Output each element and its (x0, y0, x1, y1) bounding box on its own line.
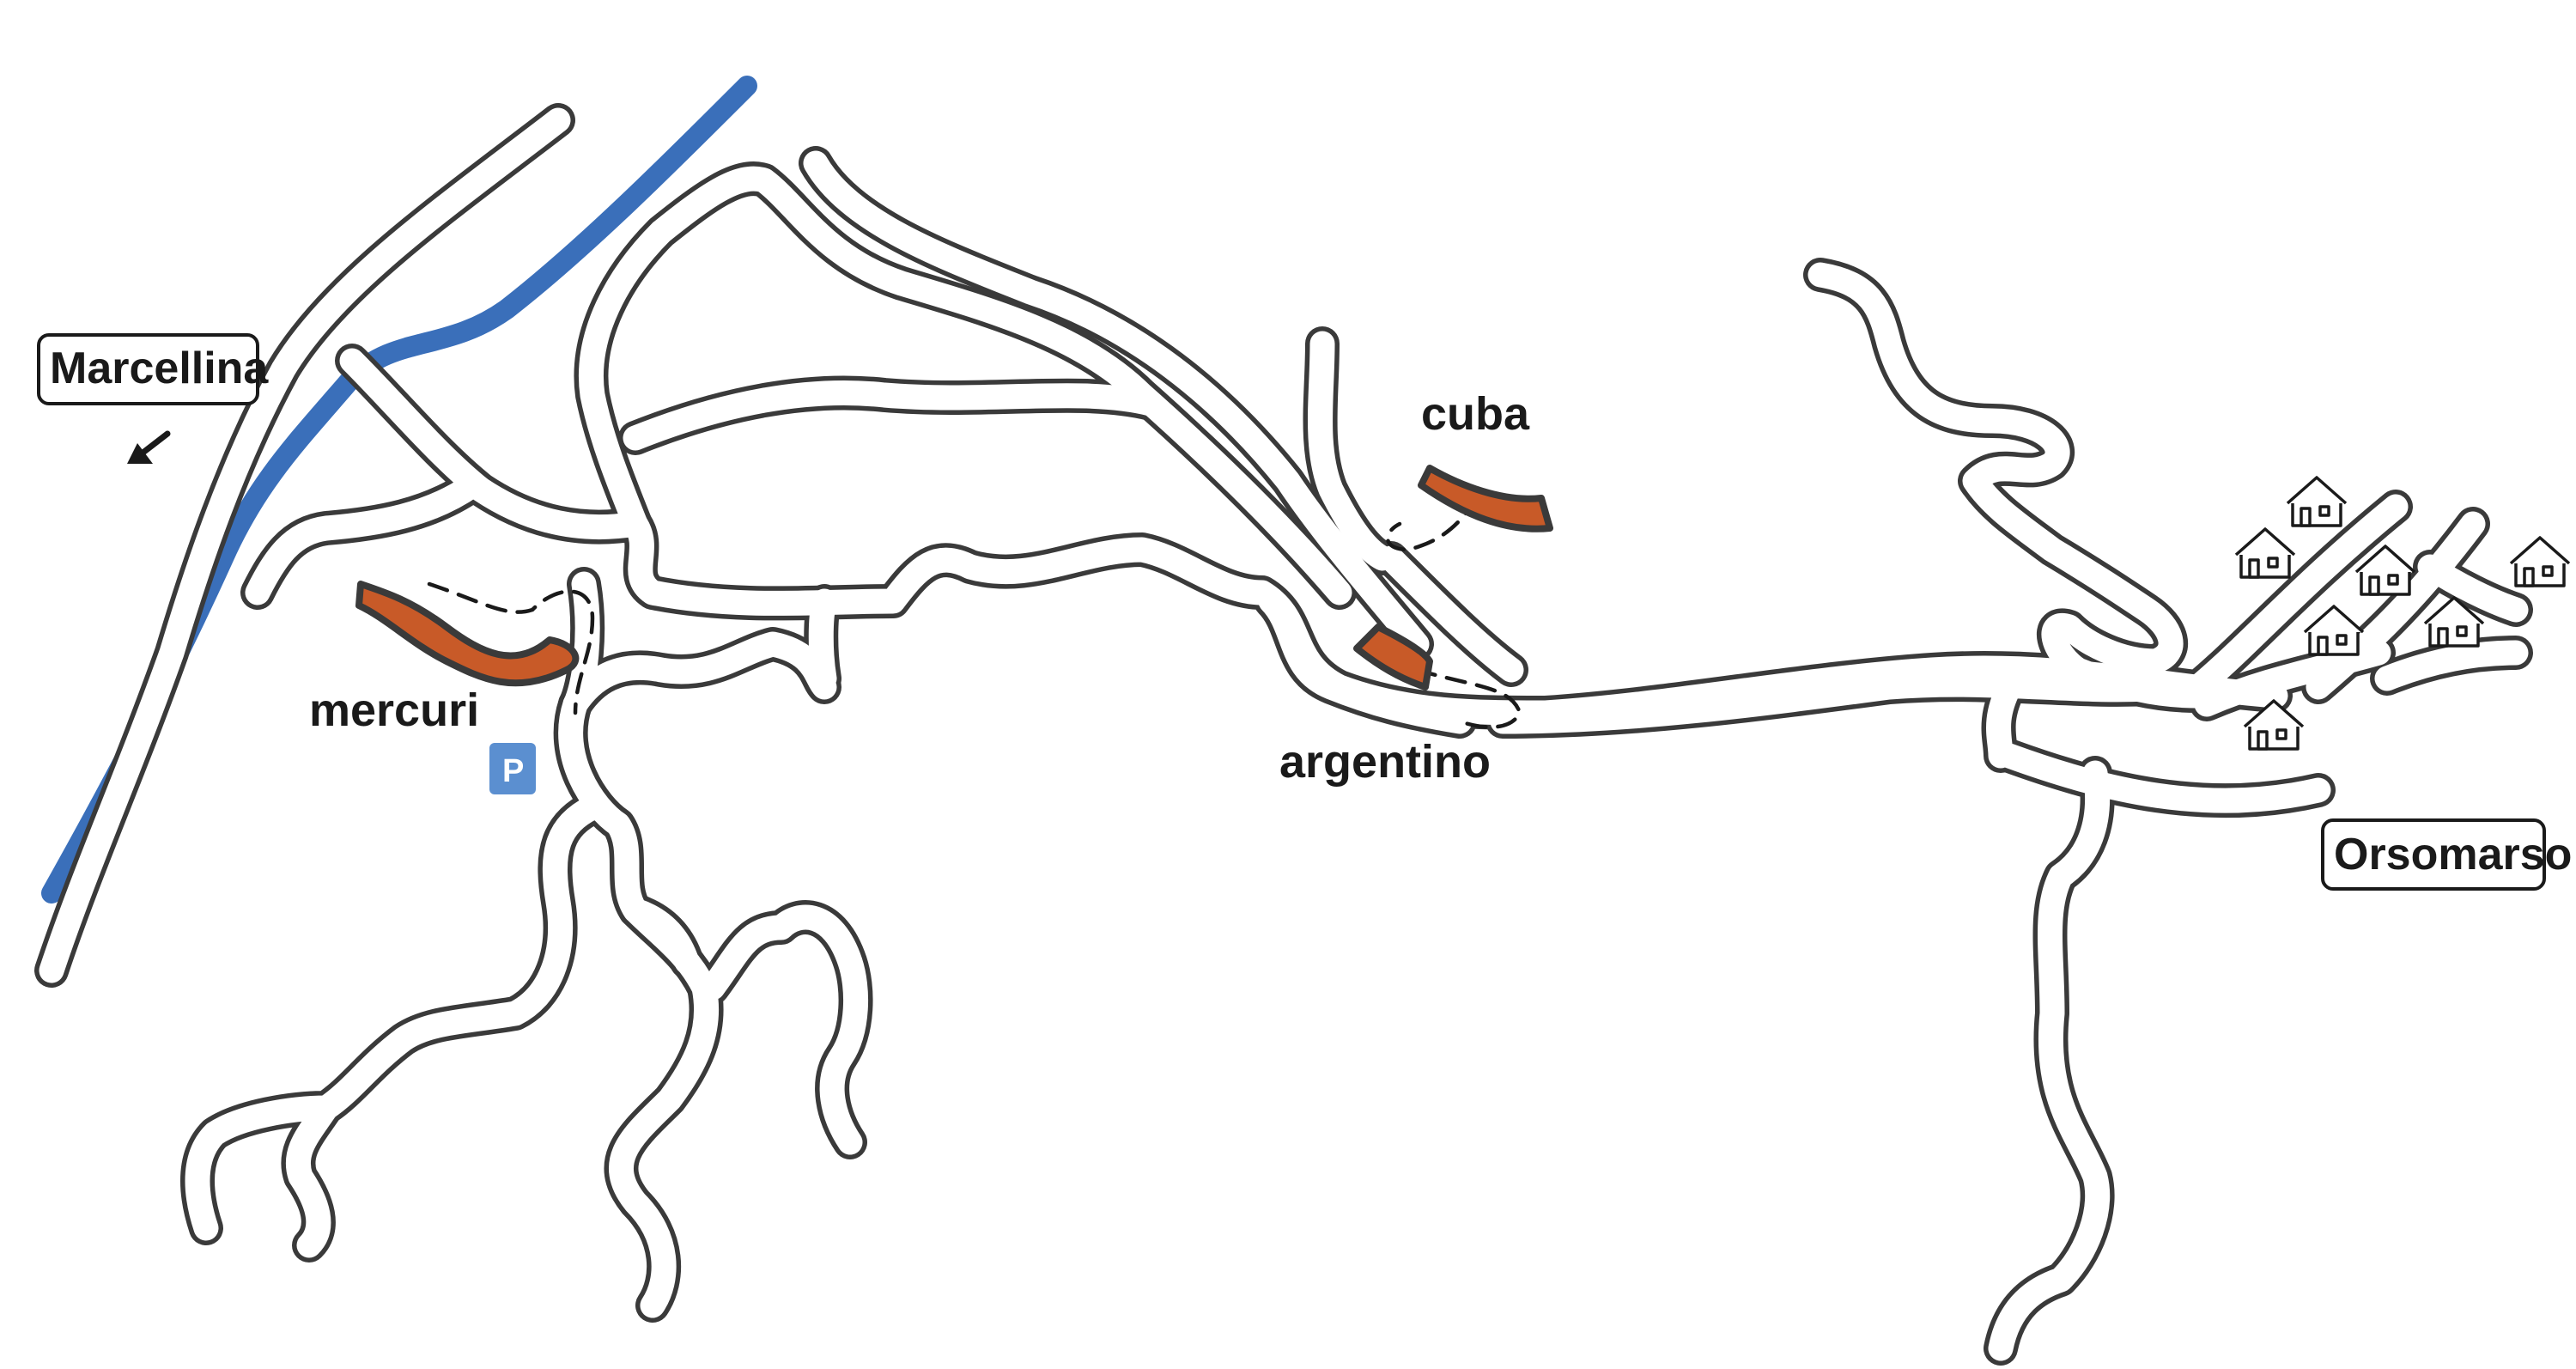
house-icon (2243, 699, 2305, 751)
sector-label-mercuri[interactable]: mercuri (309, 684, 479, 736)
house-icon (2509, 536, 2571, 587)
house-icon (2423, 596, 2485, 648)
orsomarso-village (2234, 476, 2571, 751)
trail-argentino (1414, 667, 1522, 729)
sector-argentino-area[interactable] (1353, 624, 1433, 691)
house-icon (2354, 545, 2416, 596)
town-label-marcellina: Marcellina (50, 344, 269, 393)
river (41, 76, 757, 904)
sector-label-argentino[interactable]: argentino (1279, 736, 1491, 788)
trail-mercuri (427, 581, 595, 715)
sector-cuba-area[interactable] (1418, 465, 1553, 532)
town-marcellina[interactable]: Marcellina (37, 333, 269, 405)
arrow-down-left-icon (127, 430, 171, 464)
sector-mercuri-area[interactable] (355, 581, 580, 687)
house-icon (2286, 476, 2348, 527)
road-fill (39, 107, 2529, 1361)
house-icon (2234, 527, 2296, 579)
house-icon (2303, 605, 2365, 656)
sector-label-cuba[interactable]: cuba (1421, 388, 1530, 440)
parking-icon[interactable]: P (489, 743, 536, 794)
town-orsomarso[interactable]: Orsomarso (2321, 818, 2572, 891)
town-label-orsomarso: Orsomarso (2334, 830, 2572, 879)
parking-label: P (502, 753, 524, 789)
